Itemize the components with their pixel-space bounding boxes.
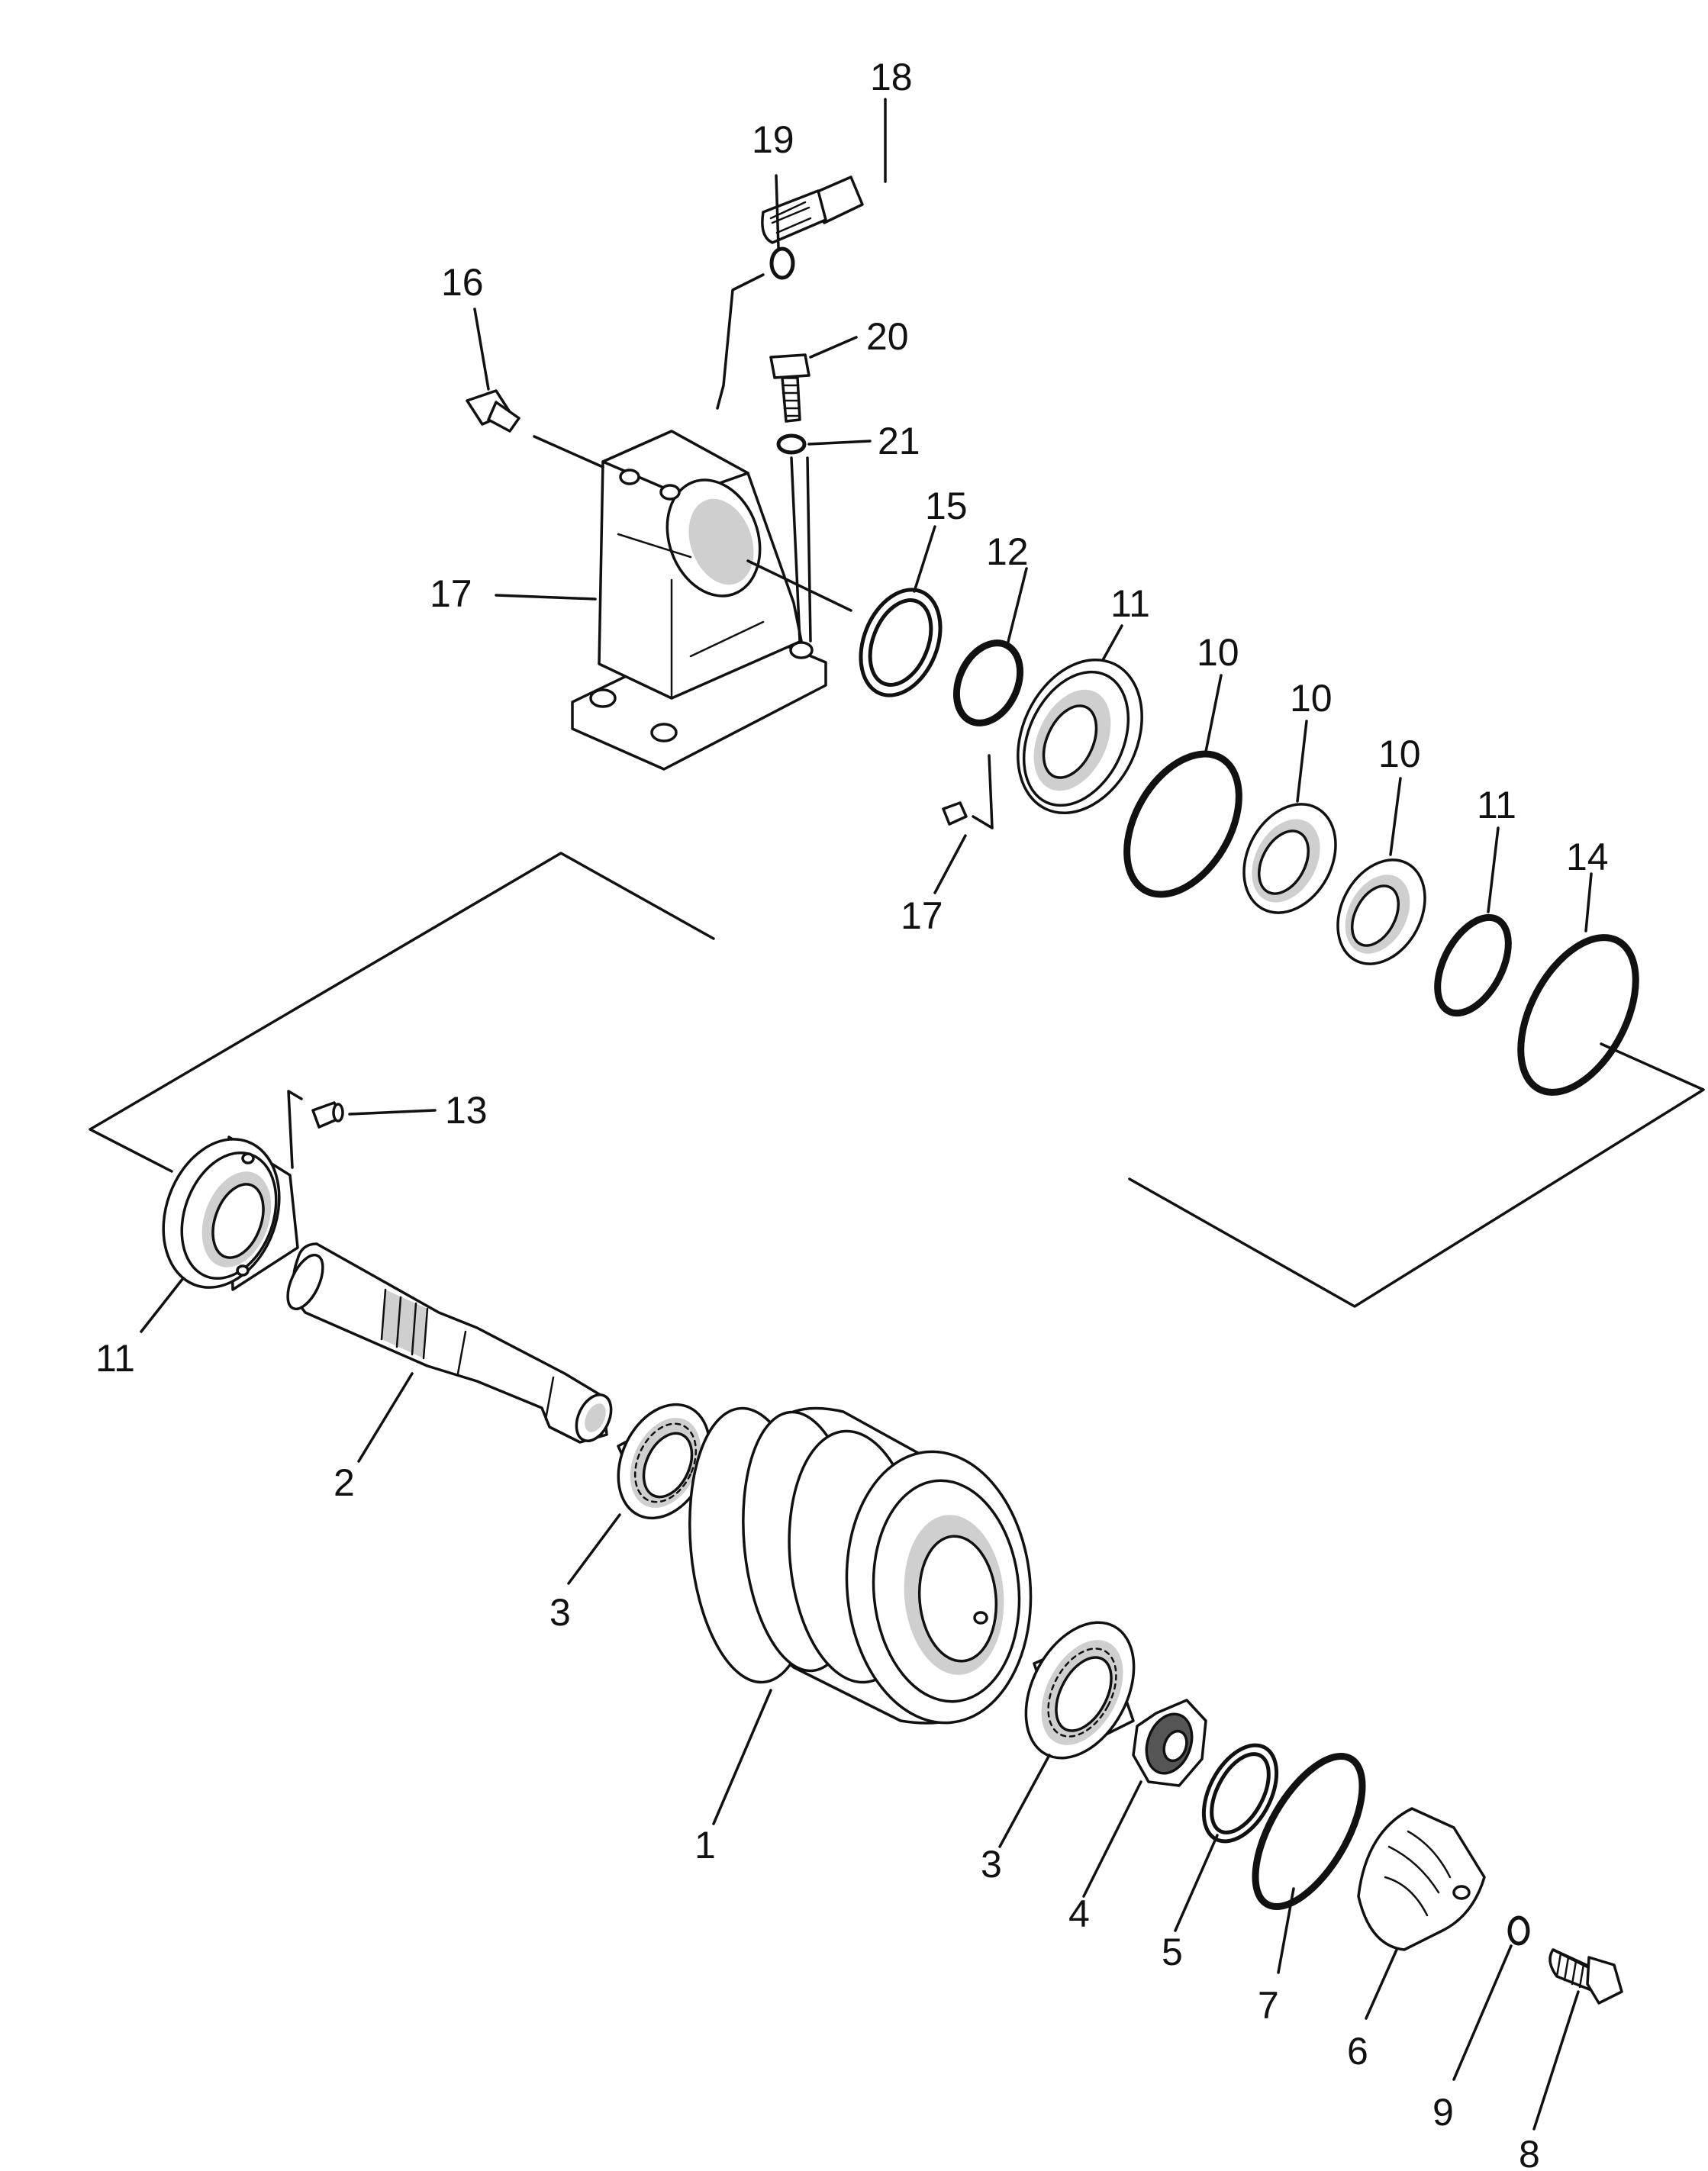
part-24-washer [776,433,812,643]
part-6-cover [1357,1807,1486,1951]
part-23-bolt [769,353,810,423]
callout-4: 4 [1068,1892,1090,1935]
part-14-o-ring-large [1517,934,1639,1096]
callout-9: 9 [1432,2091,1454,2134]
part-7-o-ring [1252,1753,1366,1910]
callout-11-upper: 10 [1197,631,1239,674]
part-3-bearing-upper [617,1403,715,1520]
part-18-snap-ring [746,559,943,697]
callout-13: 11 [1110,582,1150,625]
part-8-bolt [1548,1948,1623,2005]
callout-22: 19 [752,118,794,161]
callout-17: 17 [901,894,943,937]
part-5-snap-ring [1201,1743,1279,1844]
callout-20: 17 [430,572,472,615]
callout-2: 2 [334,1461,355,1504]
leader-lines [140,98,1593,2131]
part-15-o-ring [952,639,1024,726]
callout-21: 18 [870,56,913,98]
callout-6: 6 [1347,2030,1368,2073]
part-9-washer [1507,1915,1530,1946]
callout-19: 16 [441,261,484,304]
part-20-bracket-housing [571,430,827,771]
part-1-roller [688,1406,1033,1725]
callout-1: 1 [694,1824,716,1867]
callout-5: 5 [1162,1931,1183,1973]
part-16-pin [287,1090,344,1169]
callout-7: 7 [1258,1984,1279,2027]
callout-16: 13 [445,1089,488,1132]
part-10-floating-seal-a [1242,803,1337,914]
part-11-o-ring-upper [1123,750,1242,898]
part-2-shaft [286,1242,613,1444]
callout-3-upper: 3 [549,1591,571,1634]
callout-14: 14 [1566,836,1609,878]
part-22-washer [716,246,795,410]
callout-10-a: 10 [1290,677,1333,720]
callout-10-b: 10 [1378,733,1421,775]
callout-23: 20 [866,315,909,358]
part-19-plug [466,389,604,469]
callout-24: 21 [878,420,920,462]
part-13-seal [1017,658,1143,815]
callout-8: 8 [1519,2133,1540,2171]
assembly-bracket-lines [89,852,1705,1308]
part-3-bearing-lower [1024,1621,1136,1760]
callout-3-lower: 3 [981,1843,1002,1886]
callout-11-lower: 11 [1477,784,1516,826]
callout-labels: 18 19 16 20 21 15 12 11 10 10 10 11 14 1… [95,56,1609,2171]
callout-15: 12 [986,530,1029,573]
callout-18: 15 [925,485,968,527]
part-4-nut [1132,1699,1207,1787]
part-10-floating-seal-b [1336,858,1426,965]
part-17-pin [933,754,994,894]
part-12-seal-cover [162,1135,299,1291]
callout-12: 11 [95,1337,135,1380]
part-11-o-ring-lower [1434,913,1512,1017]
